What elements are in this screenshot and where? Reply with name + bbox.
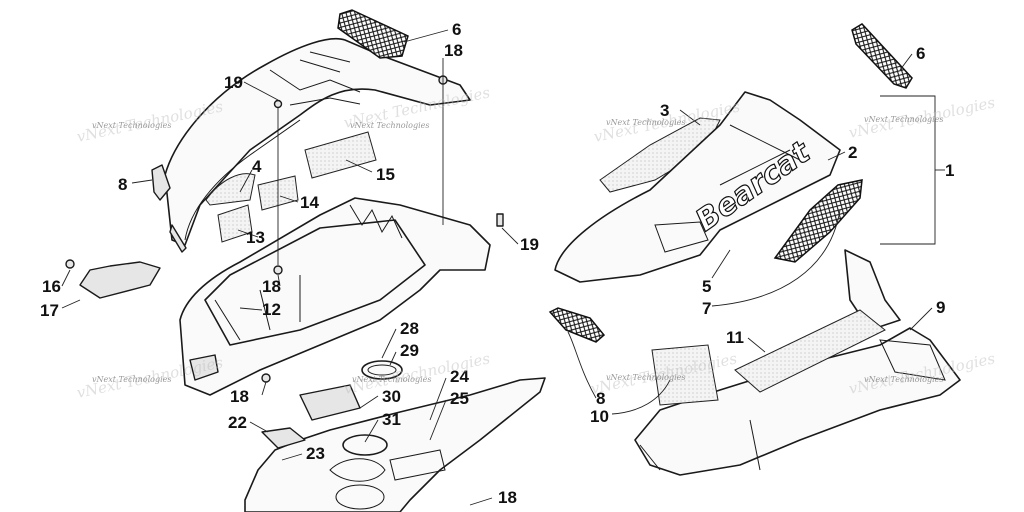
callout-8-right: 8 — [596, 389, 605, 408]
callout-16: 16 — [42, 277, 61, 296]
callout-4: 4 — [252, 157, 262, 176]
upper-hood-left — [164, 37, 471, 253]
watermark: vNext Technologies — [864, 115, 943, 124]
callout-31: 31 — [382, 410, 401, 429]
vent-grille-7 — [773, 179, 863, 263]
callout-14: 14 — [300, 193, 319, 212]
callout-25: 25 — [450, 389, 469, 408]
callout-13: 13 — [246, 228, 265, 247]
callout-10: 10 — [590, 407, 609, 426]
callout-28: 28 — [400, 319, 419, 338]
decal-4 — [205, 173, 256, 206]
watermark: vNext Technologies — [92, 121, 171, 130]
leader-lines — [61, 29, 945, 506]
callout-29: 29 — [400, 341, 419, 360]
callout-8-left: 8 — [118, 175, 127, 194]
callout-18-mid: 18 — [262, 277, 281, 296]
clip-8-left — [151, 164, 171, 201]
watermark: vNext Technologies — [864, 375, 943, 384]
watermark: vNext Technologies — [352, 375, 431, 384]
callout-6-right: 6 — [916, 44, 925, 63]
decal-10 — [651, 344, 719, 406]
callout-12: 12 — [262, 300, 281, 319]
vent-grille-6-left — [337, 9, 409, 59]
fastener-18-left-low — [261, 373, 271, 383]
callout-24: 24 — [450, 367, 469, 386]
fastener-16 — [65, 259, 75, 269]
nose-pan-left — [179, 197, 491, 396]
belly-pan-lower — [244, 360, 546, 512]
bolt-19-right — [496, 213, 504, 227]
callout-18-bottom: 18 — [498, 488, 517, 507]
callout-17: 17 — [40, 301, 59, 320]
fastener-18-left-mid — [273, 265, 283, 275]
callout-6-top: 6 — [452, 20, 461, 39]
callout-7: 7 — [702, 299, 711, 318]
callout-3: 3 — [660, 101, 669, 120]
callout-2: 2 — [848, 143, 857, 162]
bracket-17 — [79, 261, 161, 299]
callout-18-low: 18 — [230, 387, 249, 406]
callout-19-top: 19 — [224, 73, 243, 92]
callout-19-right: 19 — [520, 235, 539, 254]
callout-11: 11 — [726, 328, 744, 347]
callout-22: 22 — [228, 413, 247, 432]
watermark: vNext Technologies — [92, 375, 171, 384]
fastener-19-left — [273, 99, 283, 109]
vent-grille-8-right — [548, 307, 606, 343]
callout-18-top: 18 — [444, 41, 463, 60]
callout-1: 1 — [945, 161, 954, 180]
callout-23: 23 — [306, 444, 325, 463]
vent-grille-6-right — [851, 23, 913, 89]
side-panel-9 — [634, 249, 961, 476]
decal-13 — [217, 204, 253, 243]
callout-numbers: 6 18 19 4 15 8 14 13 19 18 16 17 12 28 2… — [40, 20, 954, 507]
callout-15: 15 — [376, 165, 395, 184]
watermark: vNext Technologies — [606, 373, 685, 382]
callout-5: 5 — [702, 277, 711, 296]
callout-30: 30 — [382, 387, 401, 406]
watermark: vNext Technologies — [606, 118, 685, 127]
callout-9: 9 — [936, 298, 945, 317]
watermark: vNext Technologies — [350, 121, 429, 130]
decal-15 — [304, 131, 377, 179]
